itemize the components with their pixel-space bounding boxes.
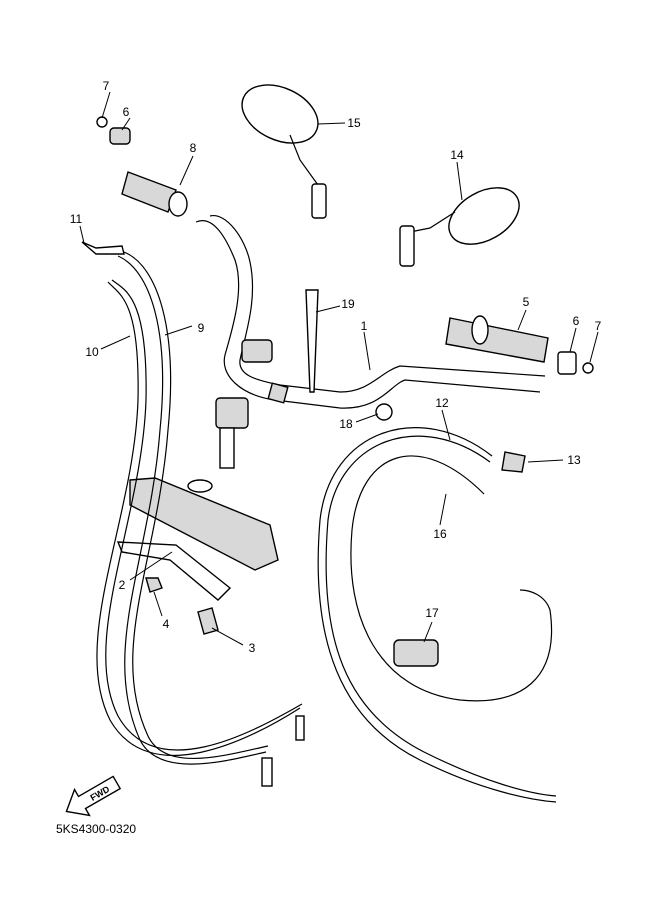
callout-6-right: 6: [573, 314, 580, 328]
callout-11: 11: [70, 212, 83, 226]
callout-17: 17: [425, 606, 439, 620]
nut: [145, 577, 163, 593]
callout-1: 1: [361, 319, 368, 333]
leader-lines: [79, 91, 599, 646]
callout-8: 8: [190, 141, 197, 155]
callout-3: 3: [249, 641, 256, 655]
callout-7: 7: [103, 79, 110, 93]
callout-18: 18: [339, 417, 353, 431]
callout-16: 16: [433, 527, 447, 541]
callout-2: 2: [119, 578, 126, 592]
callout-14: 14: [450, 148, 464, 162]
callout-15: 15: [347, 116, 361, 130]
grip-right: [445, 315, 549, 363]
end-weight-right: [557, 351, 594, 375]
cable-holder: [197, 607, 219, 635]
callout-12: 12: [435, 396, 449, 410]
callout-7-right: 7: [595, 319, 602, 333]
callout-4: 4: [163, 617, 170, 631]
mirror-right: [399, 187, 520, 267]
cable-guide: [393, 639, 439, 667]
brake-clutch-cables: [317, 427, 557, 803]
clamp: [375, 403, 393, 421]
forward-arrow-icon: FWD: [65, 775, 122, 817]
callout-19: 19: [341, 297, 355, 311]
mirror-left: [241, 84, 327, 219]
grip-left: [96, 116, 188, 217]
callout-6: 6: [123, 105, 130, 119]
cable-tie: [305, 289, 319, 393]
throttle-cables: [96, 251, 305, 787]
callout-5: 5: [523, 295, 530, 309]
callout-10: 10: [85, 345, 99, 359]
bolt: [81, 241, 125, 255]
bracket: [116, 541, 232, 601]
handlebar: [195, 215, 546, 409]
diagram-code: 5KS4300-0320: [56, 822, 137, 836]
callout-13: 13: [567, 453, 581, 467]
handlebar-holder: [187, 339, 273, 493]
callout-9: 9: [198, 321, 205, 335]
